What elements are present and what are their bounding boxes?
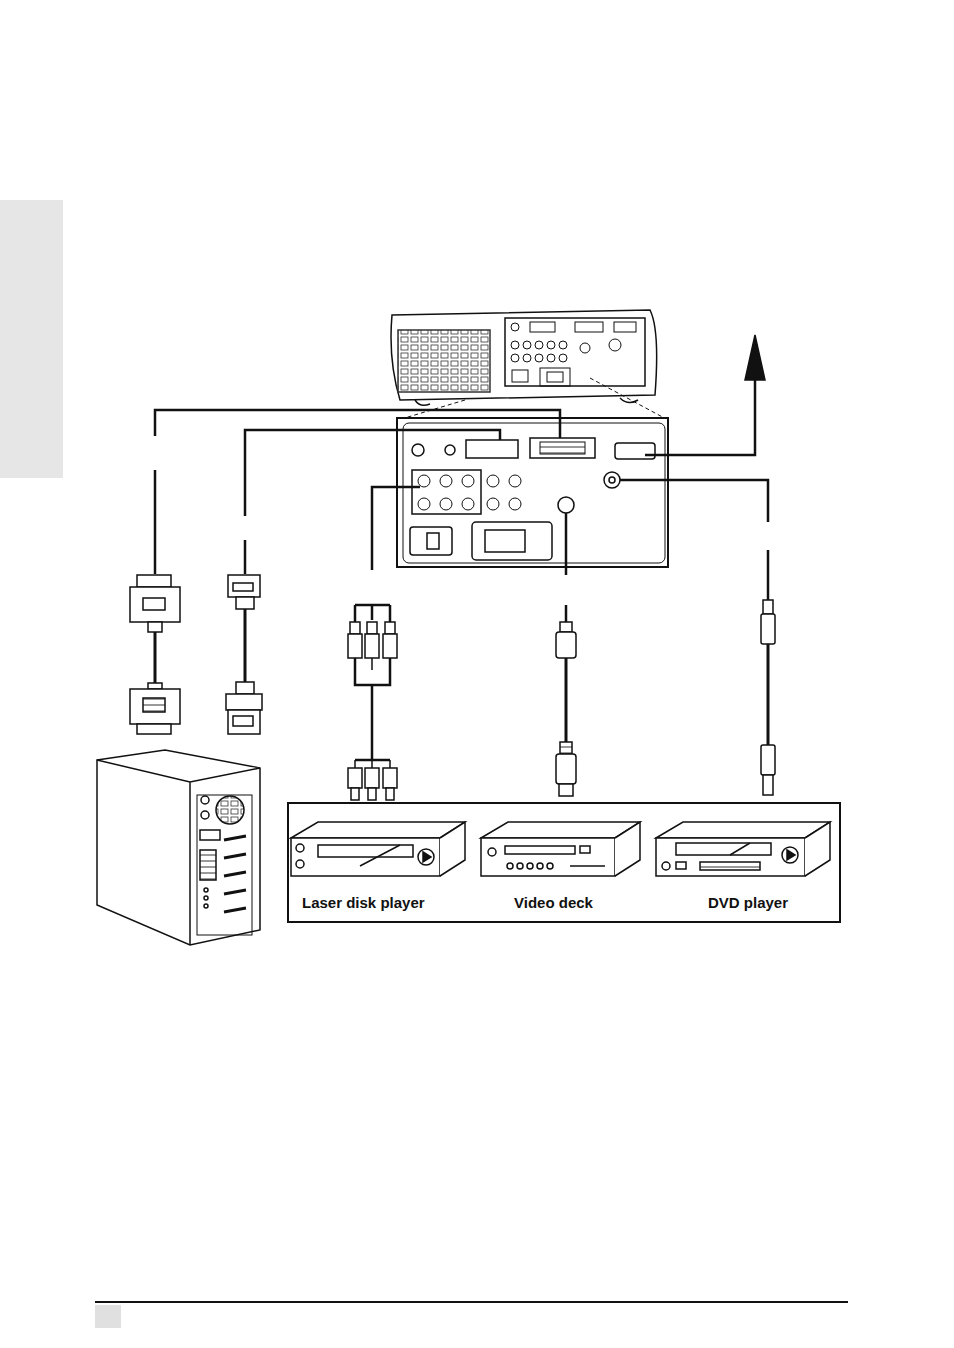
- component-cable: [348, 605, 397, 800]
- video-cable: [761, 600, 775, 795]
- device-label: Laser disk player: [300, 894, 427, 911]
- arrow-up: [745, 335, 765, 380]
- dvi-cable: [130, 575, 180, 734]
- device-label: DVD player: [706, 894, 790, 911]
- footer-rule: [95, 1301, 848, 1303]
- page-tab: [95, 1305, 121, 1328]
- video-deck: [481, 822, 640, 876]
- cable-lines: [155, 378, 768, 622]
- rear-panel: [397, 418, 668, 567]
- computer-tower: [97, 750, 260, 945]
- svideo-cable: [556, 622, 576, 796]
- laser-disk-player: [291, 822, 465, 876]
- projector-body: [391, 310, 657, 405]
- vga-cable: [226, 575, 262, 734]
- device-label: Video deck: [512, 894, 595, 911]
- zoom-lines: [398, 378, 668, 420]
- device-frame: [288, 803, 840, 922]
- side-tab: [0, 200, 63, 478]
- dvd-player: [656, 822, 830, 876]
